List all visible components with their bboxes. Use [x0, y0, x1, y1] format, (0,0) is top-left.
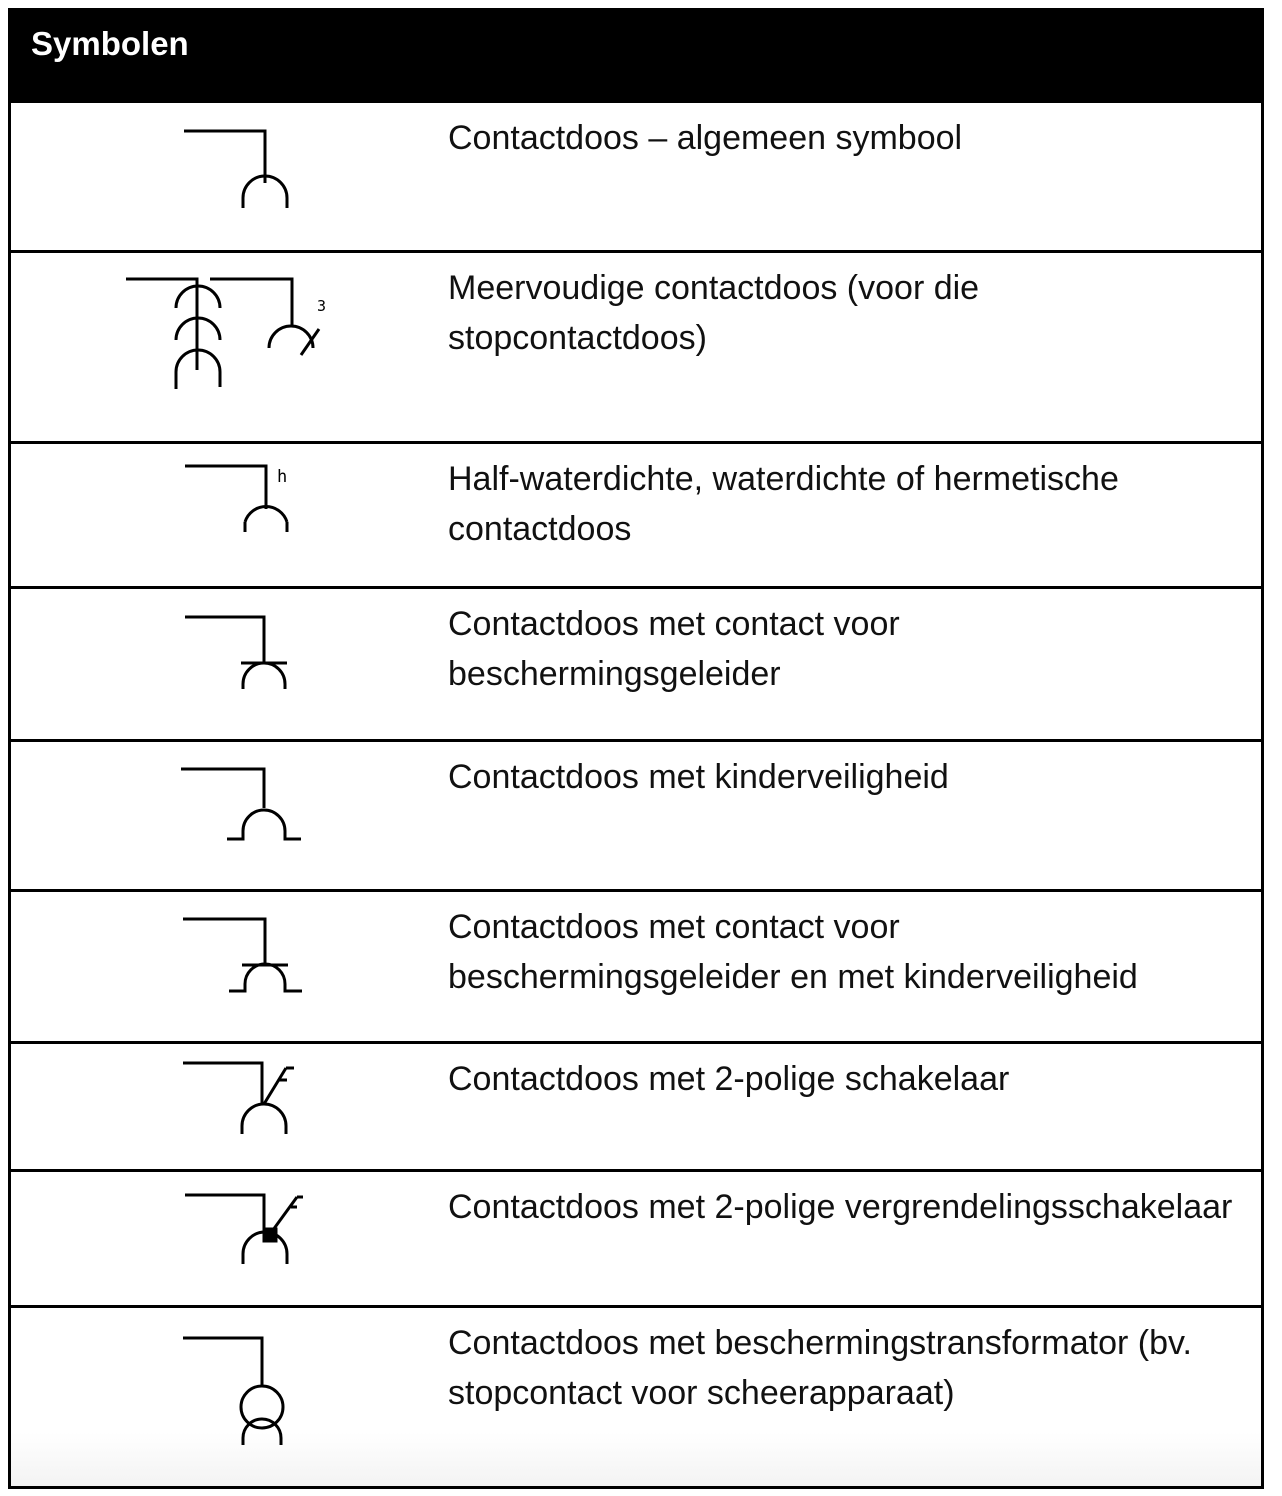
socket-multiple-icon: 3: [11, 253, 431, 441]
annotation: h: [277, 467, 287, 487]
table-row: Contactdoos met 2-polige vergrendelingss…: [11, 1169, 1261, 1305]
socket-earth-child-safety-icon: [11, 892, 431, 1041]
table-row: Contactdoos met beschermingstransformato…: [11, 1305, 1261, 1486]
table-row: Contactdoos met 2-polige schakelaar: [11, 1041, 1261, 1169]
row-description: Contactdoos met contact voor bescherming…: [448, 908, 1138, 996]
socket-isolating-transformer-icon: [11, 1308, 431, 1486]
table-row: Contactdoos met contact voor bescherming…: [11, 889, 1261, 1041]
table-row: Contactdoos met contact voor bescherming…: [11, 586, 1261, 739]
socket-general-icon: [11, 103, 431, 250]
header-title: Symbolen: [31, 25, 189, 62]
socket-waterproof-icon: h: [11, 444, 431, 586]
row-description: Meervoudige contactdoos (voor die stopco…: [448, 269, 980, 357]
table-row: Contactdoos – algemeen symbool: [11, 100, 1261, 250]
annotation: 3: [317, 297, 326, 315]
table-row: Contactdoos met kinderveiligheid: [11, 739, 1261, 889]
row-description: Contactdoos met kinderveiligheid: [448, 758, 949, 796]
symbols-table: Symbolen Contactdoos – algemeen symbool …: [8, 8, 1264, 1489]
table-row: h Half-waterdichte, waterdichte of herme…: [11, 441, 1261, 586]
socket-2pole-interlock-switch-icon: [11, 1172, 431, 1305]
table-header: Symbolen: [11, 11, 1261, 100]
row-description: Contactdoos met 2-polige vergrendelingss…: [448, 1188, 1233, 1226]
table-row: 3 Meervoudige contactdoos (voor die stop…: [11, 250, 1261, 441]
socket-protective-earth-icon: [11, 589, 431, 739]
row-description: Contactdoos met contact voor bescherming…: [448, 605, 900, 693]
row-description: Contactdoos – algemeen symbool: [448, 119, 963, 157]
row-description: Contactdoos met 2-polige schakelaar: [448, 1060, 1010, 1098]
row-description: Contactdoos met beschermingstransformato…: [448, 1324, 1192, 1412]
socket-child-safety-icon: [11, 742, 431, 889]
row-description: Half-waterdichte, waterdichte of hermeti…: [448, 460, 1119, 548]
socket-2pole-switch-icon: [11, 1044, 431, 1169]
